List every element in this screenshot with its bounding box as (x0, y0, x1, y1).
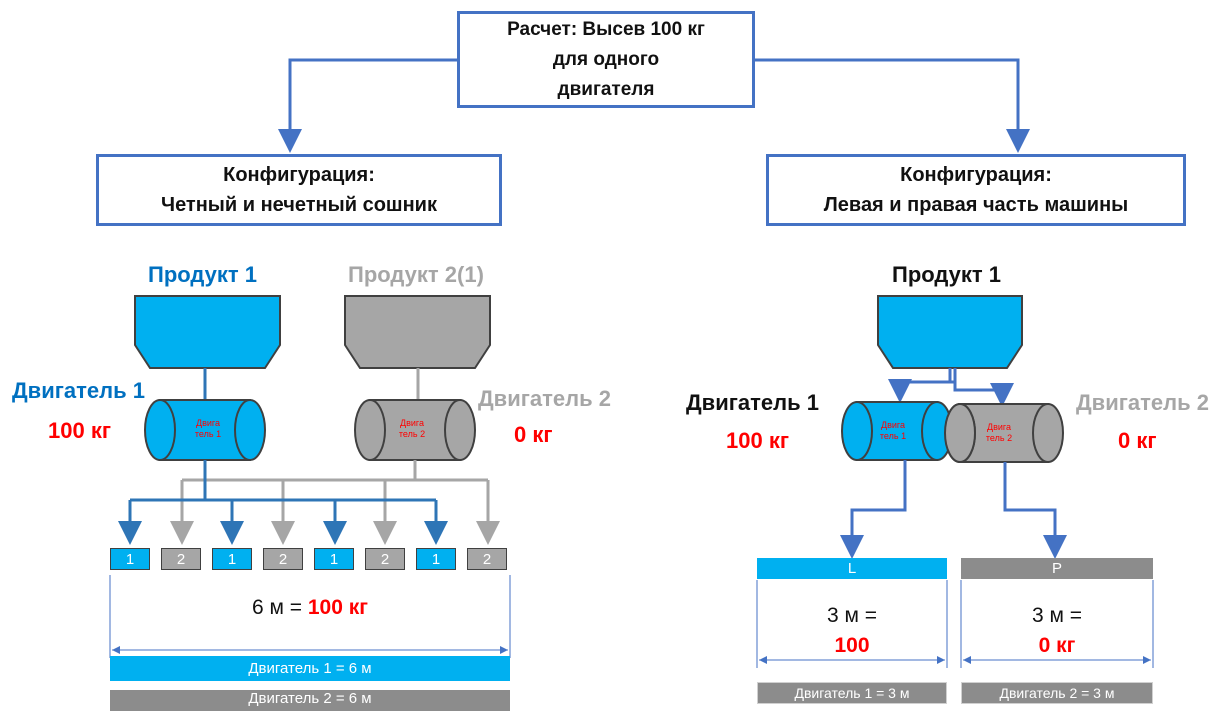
right-outputs (840, 460, 1067, 559)
calculation-title-box: Расчет: Высев 100 кг для одного двигател… (457, 11, 755, 108)
motor-1-inner-text: Двига тель 1 (194, 418, 222, 439)
right-width-text: 3 м = (1031, 604, 1083, 627)
config-box-left: Конфигурация: Четный и нечетный сошник (96, 154, 502, 226)
config-subtitle-left: Четный и нечетный сошник (161, 194, 437, 216)
motor-2-summary-bar: Двигатель 2 = 6 м (110, 690, 510, 711)
config-subtitle-right: Левая и правая часть машины (823, 194, 1129, 216)
motor-1-amount: 100 кг (48, 418, 111, 443)
motor-2-amount-right: 0 кг (1118, 428, 1157, 453)
motor-2-right-inner-text: Двига тель 2 (985, 422, 1013, 443)
title-line-1: Расчет: Высев 100 кг (507, 18, 705, 40)
hopper-product-1-right (877, 295, 1023, 369)
coulter-6: 2 (365, 548, 405, 570)
product-2-label: Продукт 2(1) (348, 262, 484, 287)
motor-1-label-right: Двигатель 1 (686, 390, 819, 415)
coulter-8: 2 (467, 548, 507, 570)
motor-2-label: Двигатель 2 (478, 386, 611, 411)
gray-distribution (170, 460, 500, 545)
left-width-amount: 100 (834, 634, 870, 657)
hopper-product-2 (344, 295, 491, 369)
right-width-amount: 0 кг (1038, 634, 1076, 657)
left-width-text: 3 м = (826, 604, 878, 627)
motor-1-right-cylinder (841, 401, 953, 461)
motor-1-summary-bar: Двигатель 1 = 6 м (110, 656, 510, 681)
coulter-1: 1 (110, 548, 150, 570)
coulter-5: 1 (314, 548, 354, 570)
section-right-bar: P (961, 558, 1153, 579)
width-amount: 100 кг (307, 596, 369, 619)
width-prefix: 6 м = (251, 596, 308, 619)
motor-2-label-right: Двигатель 2 (1076, 390, 1209, 415)
motor-1-label: Двигатель 1 (12, 378, 145, 403)
config-box-right: Конфигурация: Левая и правая часть машин… (766, 154, 1186, 226)
title-line-2: для одного (552, 48, 660, 70)
width-dimension-left (109, 575, 511, 658)
config-title-right: Конфигурация: (900, 164, 1052, 186)
product-1-label-right: Продукт 1 (892, 262, 1002, 287)
section-left-bar: L (757, 558, 947, 579)
coulter-2: 2 (161, 548, 201, 570)
blue-distribution (118, 460, 448, 545)
motor-2-amount: 0 кг (514, 422, 553, 447)
config-title-left: Конфигурация: (223, 164, 375, 186)
coulter-4: 2 (263, 548, 303, 570)
motor-2-right-summary-bar: Двигатель 2 = 3 м (961, 682, 1153, 704)
motor-1-right-summary-bar: Двигатель 1 = 3 м (757, 682, 947, 704)
motor-2-inner-text: Двига тель 2 (398, 418, 426, 439)
width-dimension-right (756, 580, 1154, 668)
motor-2-cylinder (354, 399, 476, 461)
coulter-3: 1 (212, 548, 252, 570)
top-connectors (278, 58, 1030, 153)
title-line-3: двигателя (557, 78, 655, 100)
right-split-connectors (888, 368, 1014, 407)
width-text-left: 6 м = 100 кг (110, 596, 510, 620)
hopper-product-1 (134, 295, 281, 369)
motor-1-amount-right: 100 кг (726, 428, 789, 453)
coulter-7: 1 (416, 548, 456, 570)
motor-1-right-inner-text: Двига тель 1 (879, 420, 907, 441)
product-1-label: Продукт 1 (148, 262, 258, 287)
